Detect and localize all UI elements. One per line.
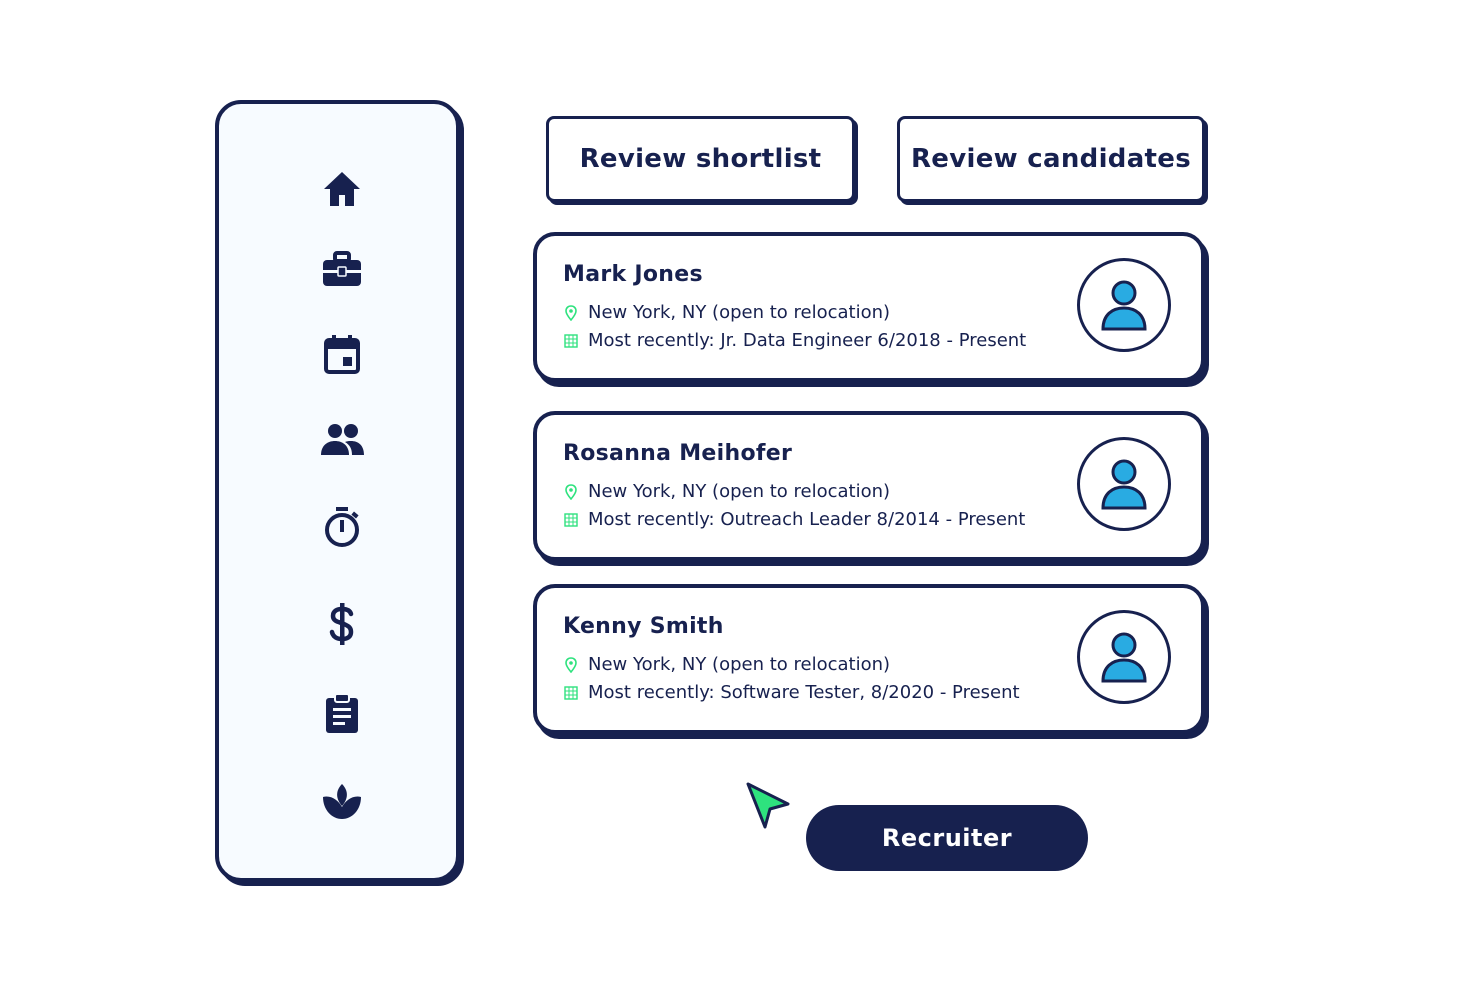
building-icon — [563, 685, 579, 701]
avatar — [1077, 258, 1171, 352]
person-icon — [1101, 459, 1147, 510]
candidate-recent-role: Most recently: Jr. Data Engineer 6/2018 … — [563, 330, 1026, 351]
recent-role-text: Most recently: Software Tester, 8/2020 -… — [588, 682, 1020, 703]
person-icon — [1101, 632, 1147, 683]
building-icon — [563, 333, 579, 349]
location-pin-icon — [563, 656, 579, 673]
review-candidates-button[interactable]: Review candidates — [897, 116, 1205, 202]
candidate-card[interactable]: Mark Jones New York, NY (open to relocat… — [533, 232, 1205, 382]
sidebar-nav — [215, 100, 460, 882]
candidate-name: Kenny Smith — [563, 614, 724, 639]
candidate-location: New York, NY (open to relocation) — [563, 302, 890, 323]
location-text: New York, NY (open to relocation) — [588, 654, 891, 675]
nav-people-icon[interactable] — [319, 416, 365, 462]
nav-stopwatch-icon[interactable] — [319, 504, 365, 550]
location-text: New York, NY (open to relocation) — [588, 302, 891, 323]
nav-lotus-icon[interactable] — [319, 778, 365, 824]
candidate-name: Rosanna Meihofer — [563, 441, 793, 466]
nav-dollar-icon[interactable] — [319, 601, 365, 647]
person-icon — [1101, 280, 1147, 331]
candidate-name: Mark Jones — [563, 262, 703, 287]
avatar — [1077, 437, 1171, 531]
candidate-card[interactable]: Kenny Smith New York, NY (open to reloca… — [533, 584, 1205, 734]
nav-calendar-icon[interactable] — [319, 331, 365, 377]
avatar — [1077, 610, 1171, 704]
recent-role-text: Most recently: Jr. Data Engineer 6/2018 … — [588, 330, 1027, 351]
candidate-card[interactable]: Rosanna Meihofer New York, NY (open to r… — [533, 411, 1205, 561]
cursor-arrow-icon — [744, 782, 792, 834]
review-shortlist-button[interactable]: Review shortlist — [546, 116, 855, 202]
candidate-location: New York, NY (open to relocation) — [563, 481, 890, 502]
building-icon — [563, 512, 579, 528]
location-text: New York, NY (open to relocation) — [588, 481, 891, 502]
nav-briefcase-icon[interactable] — [319, 246, 365, 292]
recent-role-text: Most recently: Outreach Leader 8/2014 - … — [588, 509, 1026, 530]
candidate-recent-role: Most recently: Software Tester, 8/2020 -… — [563, 682, 1020, 703]
recruiter-label: Recruiter — [806, 805, 1088, 871]
location-pin-icon — [563, 483, 579, 500]
location-pin-icon — [563, 304, 579, 321]
nav-home-icon[interactable] — [319, 166, 365, 212]
candidate-recent-role: Most recently: Outreach Leader 8/2014 - … — [563, 509, 1025, 530]
nav-clipboard-icon[interactable] — [319, 690, 365, 736]
candidate-location: New York, NY (open to relocation) — [563, 654, 890, 675]
